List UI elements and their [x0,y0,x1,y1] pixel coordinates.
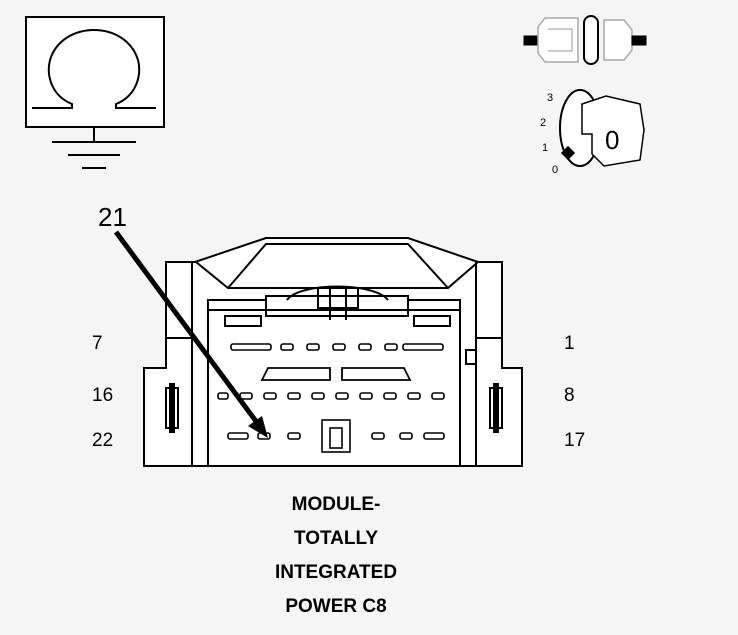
pin-cavity [230,343,272,351]
key-position-0: 0 [552,164,558,176]
caption-line-3: INTEGRATED [274,562,398,583]
caption-line-4: POWER C8 [285,596,387,617]
ignition-key-icon: 3 2 1 0 0 [540,89,645,176]
pin-21-arrow [113,230,268,438]
connector-body [143,237,523,467]
key-face-label: 0 [605,125,619,155]
caption-line-1: MODULE- [291,494,381,515]
key-position-3: 3 [547,92,553,104]
row-label-right-2: 8 [564,385,575,406]
connector-latch-icon [523,15,647,65]
key-position-2: 2 [540,117,546,129]
callout-pin-number: 21 [98,202,127,232]
row-label-left-1: 7 [92,333,103,354]
connector-caption: MODULE- TOTALLY INTEGRATED POWER C8 [200,488,472,624]
row-label-right-3: 17 [564,430,585,451]
row-label-left-3: 22 [92,430,113,451]
pin-cavities [217,343,445,453]
row-label-right-1: 1 [564,333,575,354]
row-label-left-2: 16 [92,385,113,406]
key-position-1: 1 [542,142,548,154]
caption-line-2: TOTALLY [293,528,379,549]
ohm-ground-icon [25,16,165,169]
